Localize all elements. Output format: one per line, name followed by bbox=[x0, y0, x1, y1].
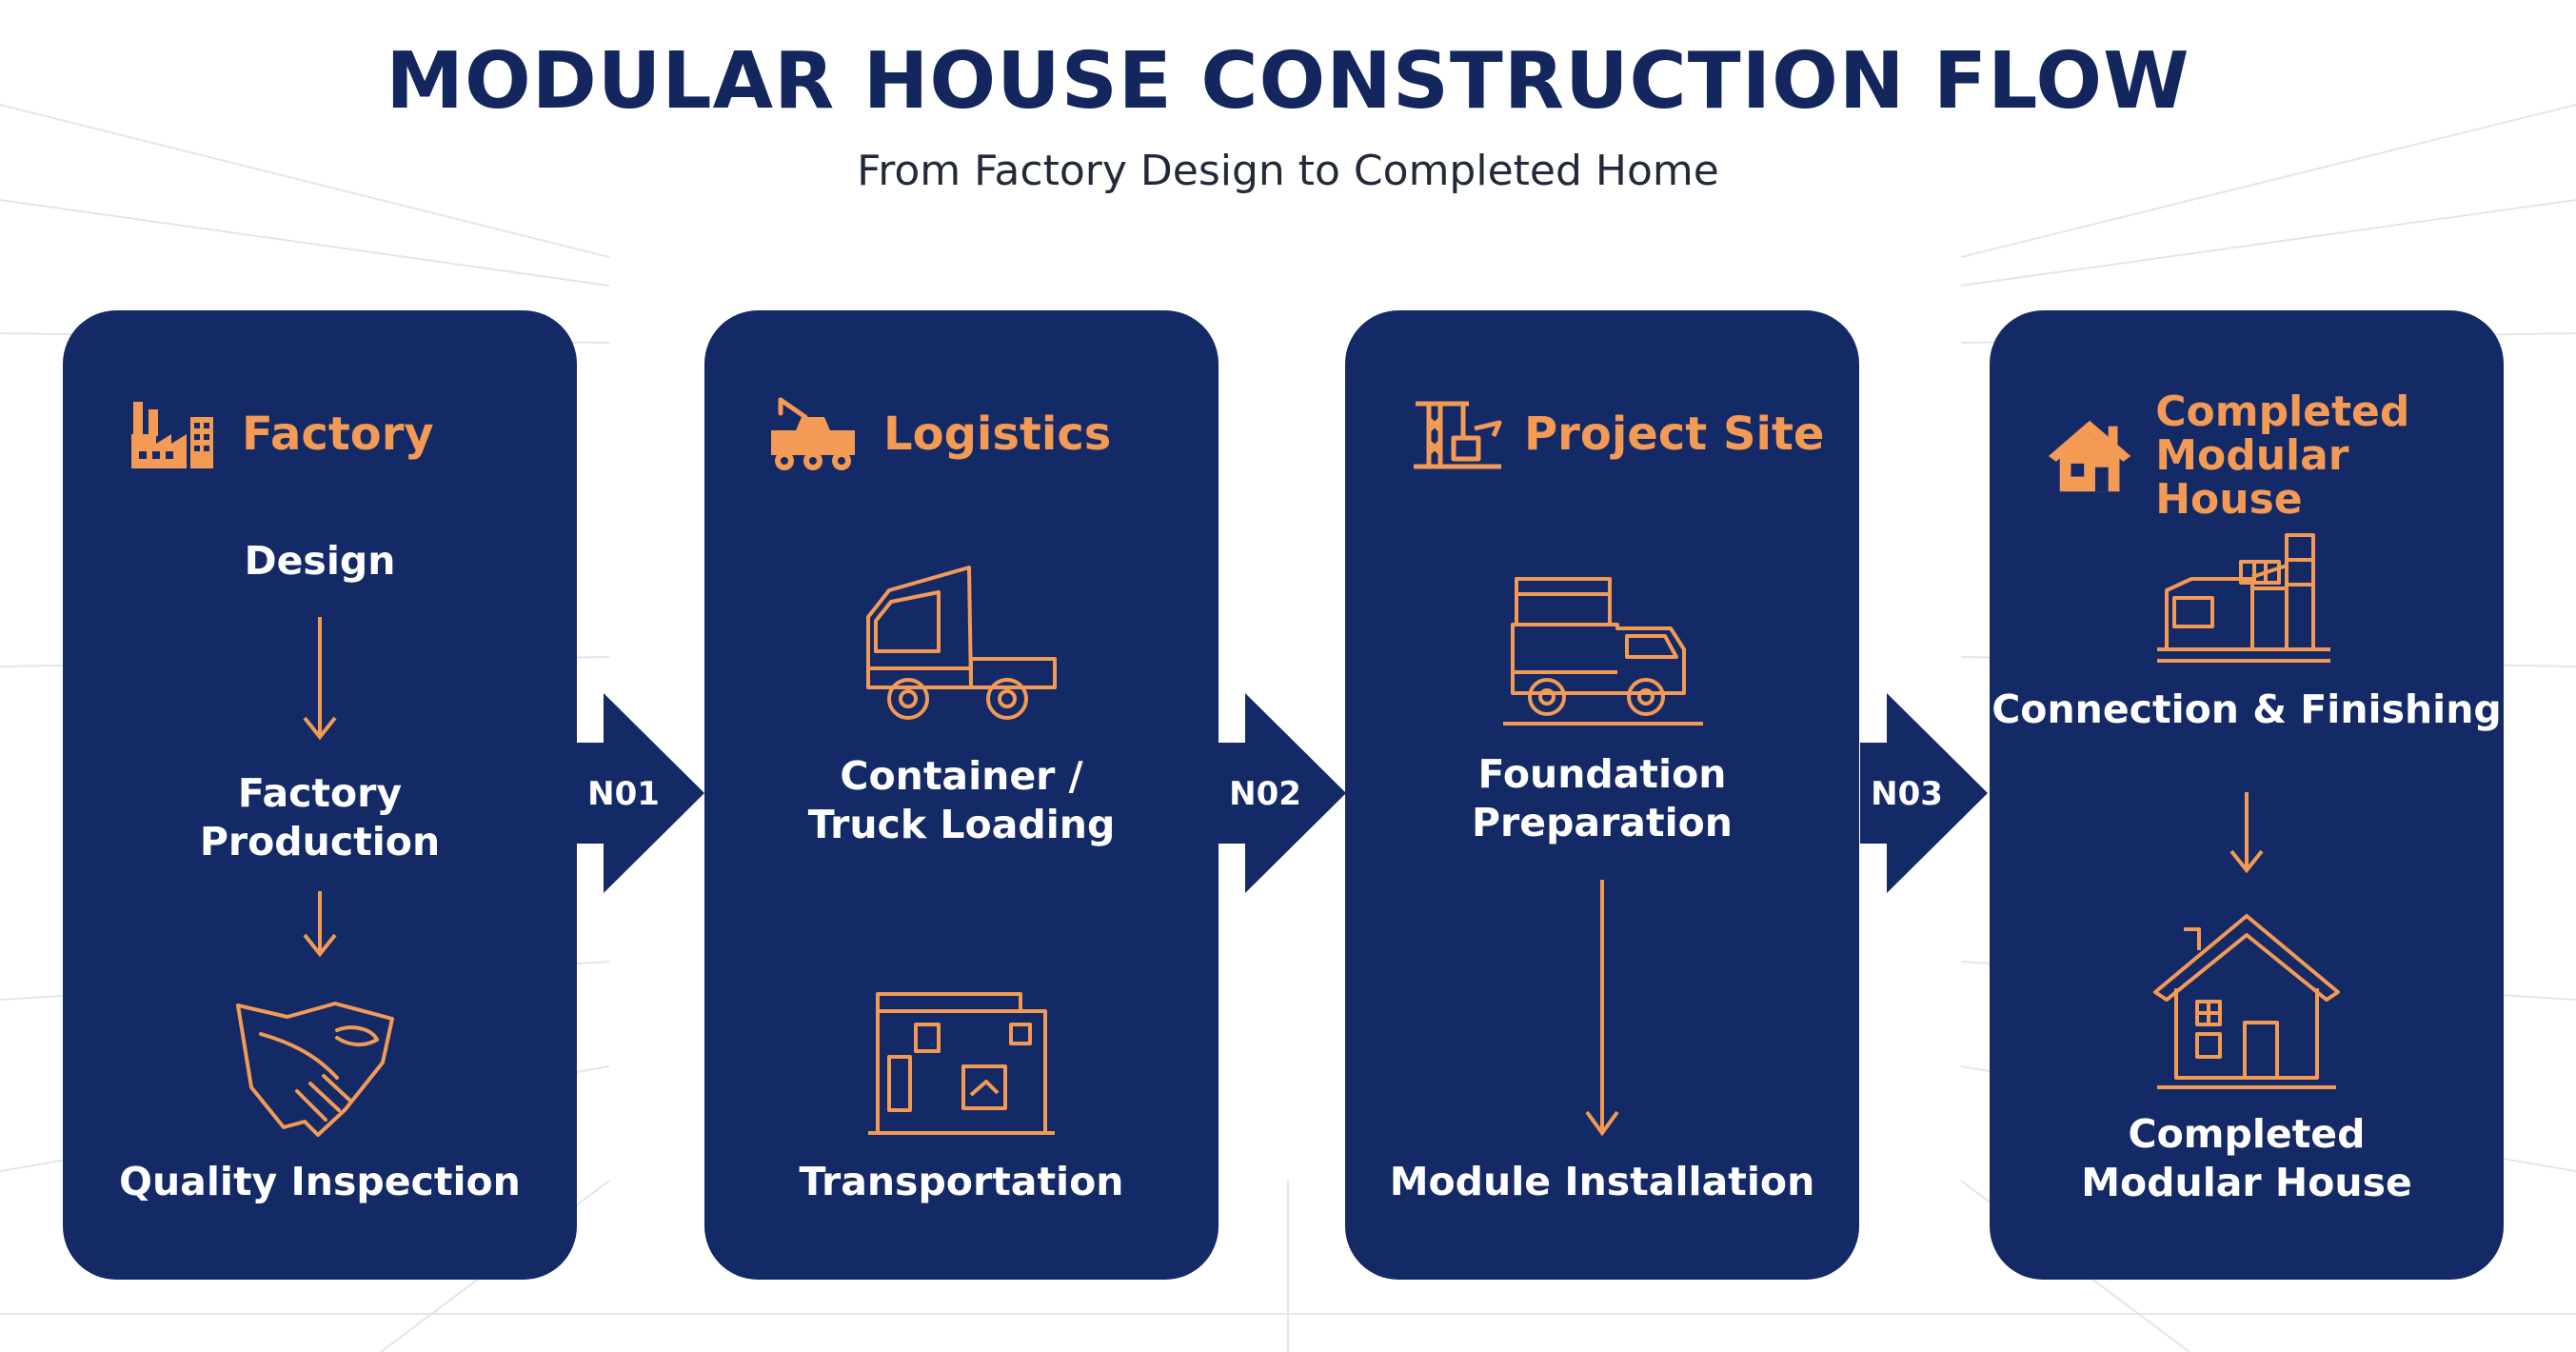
connector-arrow-n03: N03 bbox=[1860, 693, 1993, 893]
stage-logistics-panel: Logistics Container /Truck Loading Trans… bbox=[704, 310, 1219, 1280]
arrow-right-icon bbox=[577, 693, 704, 893]
step-label: Transportation bbox=[799, 1159, 1124, 1204]
connector-arrow-n02: N02 bbox=[1219, 693, 1352, 893]
step-label: Quality Inspection bbox=[119, 1159, 521, 1204]
step-label: Connection & Finishing bbox=[1991, 686, 2502, 732]
truck-icon bbox=[866, 566, 1057, 720]
connector-label: N02 bbox=[1229, 775, 1301, 813]
completed-house-icon bbox=[2153, 914, 2340, 1089]
stage-title: Factory bbox=[242, 407, 434, 461]
connector-arrow-n01: N01 bbox=[577, 693, 710, 893]
arrow-right-icon bbox=[1219, 693, 1346, 893]
stage-header: Factory bbox=[129, 396, 434, 472]
house-under-construction-icon bbox=[2157, 533, 2330, 663]
connector-label: N03 bbox=[1871, 775, 1943, 813]
step-label: Design bbox=[244, 538, 396, 584]
step-label: Container /Truck Loading bbox=[807, 753, 1116, 848]
stage-title: Logistics bbox=[883, 407, 1112, 461]
stage-title: Project Site bbox=[1524, 407, 1825, 461]
truck-with-module-icon bbox=[1503, 577, 1703, 726]
stage-title: Completed bbox=[2155, 388, 2410, 436]
house-icon bbox=[2048, 421, 2131, 492]
arrow-down-icon bbox=[2229, 792, 2264, 874]
stage-header: Completed Modular House bbox=[2047, 388, 2504, 525]
page-subtitle: From Factory Design to Completed Home bbox=[857, 147, 1719, 195]
handshake-icon bbox=[236, 1002, 394, 1137]
truck-crane-icon bbox=[771, 397, 855, 470]
connector-label: N01 bbox=[587, 775, 660, 813]
stage-header: Logistics bbox=[767, 396, 1111, 472]
stage-title: Modular House bbox=[2155, 431, 2349, 525]
building-module-icon bbox=[868, 992, 1055, 1135]
step-label: Module Installation bbox=[1389, 1159, 1815, 1204]
stage-completed-house-panel: Completed Modular House Connection & Fin… bbox=[1990, 310, 2504, 1280]
factory-icon bbox=[131, 402, 213, 468]
arrow-down-icon bbox=[303, 891, 337, 958]
crane-icon bbox=[1414, 401, 1502, 469]
arrow-down-icon bbox=[1585, 880, 1619, 1137]
page-title: MODULAR HOUSE CONSTRUCTION FLOW bbox=[386, 36, 2190, 127]
arrow-right-icon bbox=[1860, 693, 1988, 893]
stage-header: Project Site bbox=[1412, 396, 1824, 472]
arrow-down-icon bbox=[303, 617, 337, 741]
